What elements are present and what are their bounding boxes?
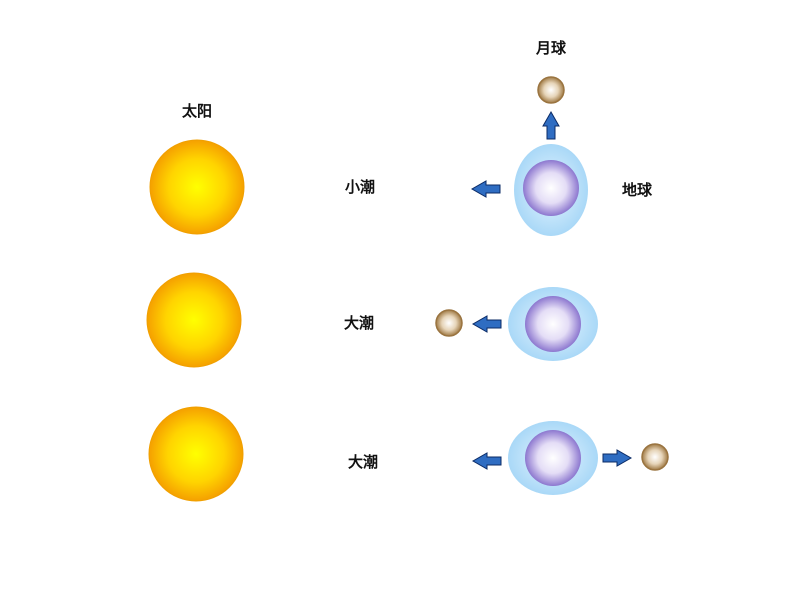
spring-tide-label: 大潮 <box>344 314 375 332</box>
moon-icon <box>537 76 565 104</box>
arrow-icon <box>470 180 501 198</box>
earth-icon <box>525 430 581 486</box>
row-neap-tide <box>149 76 588 236</box>
sun-icon <box>148 406 244 502</box>
sun-icon <box>146 272 242 368</box>
moon-icon <box>435 309 463 337</box>
moon-icon <box>641 443 669 471</box>
moon-label: 月球 <box>536 39 567 57</box>
row-spring-tide-full-moon <box>148 406 669 502</box>
earth-icon <box>525 296 581 352</box>
arrow-icon <box>471 315 502 333</box>
arrow-icon <box>602 449 633 467</box>
sun-icon <box>149 139 245 235</box>
arrow-icon <box>471 452 502 470</box>
earth-icon <box>523 160 579 216</box>
arrow-icon <box>542 110 560 140</box>
row-spring-tide-new-moon <box>146 272 598 368</box>
neap-tide-label: 小潮 <box>345 178 376 196</box>
spring-tide-label: 大潮 <box>348 453 379 471</box>
earth-label: 地球 <box>622 181 653 199</box>
sun-label: 太阳 <box>182 102 213 120</box>
